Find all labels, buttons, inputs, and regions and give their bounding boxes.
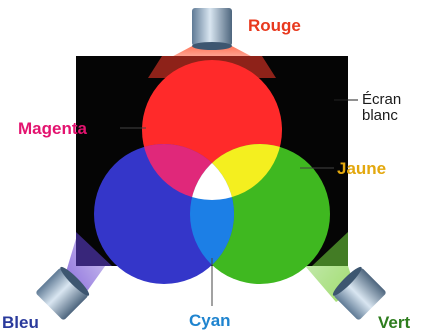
rouge-label: Rouge [248, 17, 301, 34]
jaune-label: Jaune [337, 160, 386, 177]
vert-label: Vert [378, 314, 410, 331]
ecran-label-line2: blanc [362, 108, 398, 124]
bleu-label: Bleu [2, 314, 39, 331]
ecran-label-line1: Écran [362, 92, 401, 108]
cyan-label: Cyan [189, 312, 231, 329]
magenta-label: Magenta [18, 120, 87, 137]
red-projector [192, 8, 232, 50]
